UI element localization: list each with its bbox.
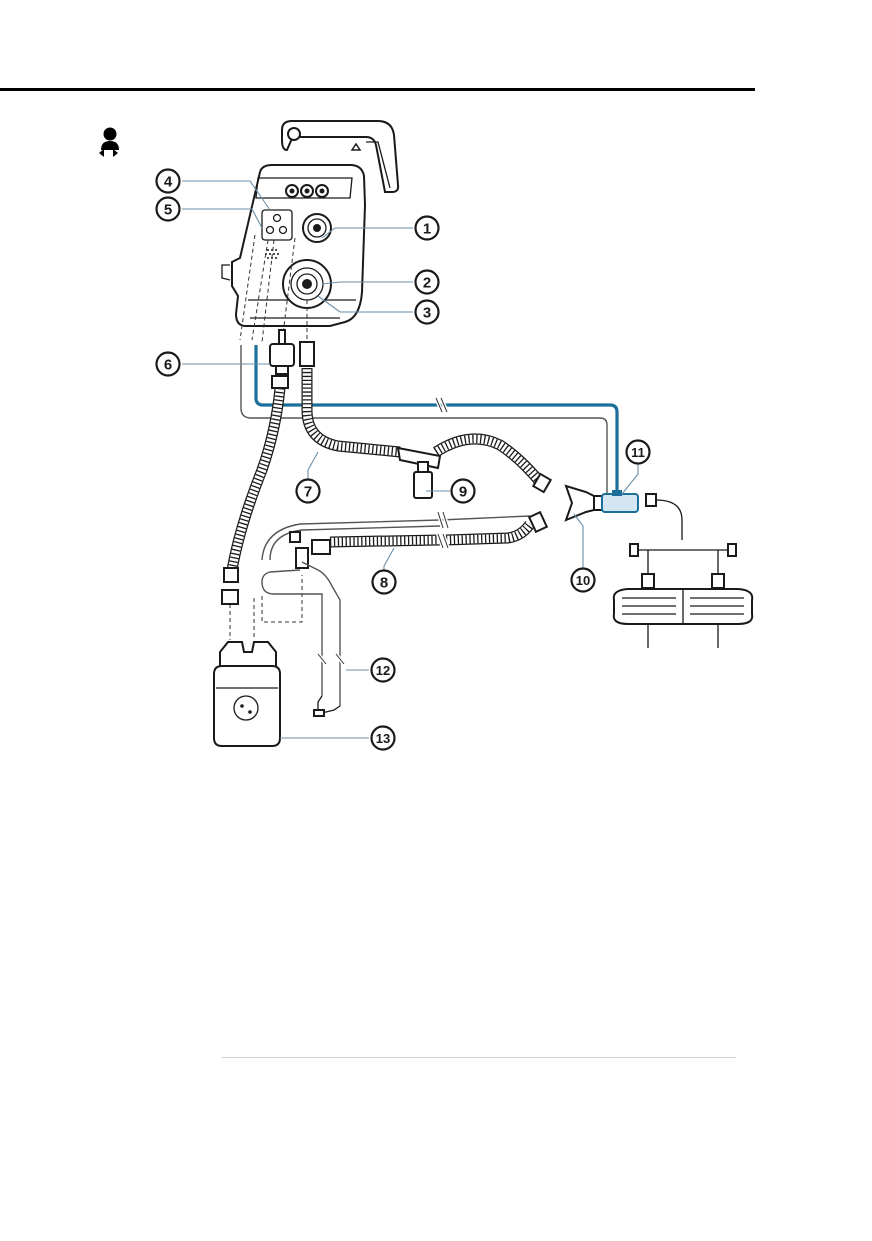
humidifier	[213, 641, 281, 747]
callout-10-label: 10	[576, 573, 590, 588]
callout-6: 6	[155, 351, 181, 377]
ventilator-device	[221, 120, 400, 327]
inspiratory-filter	[269, 329, 315, 375]
callout-13-label: 13	[376, 731, 390, 746]
callout-8: 8	[371, 569, 397, 595]
inspiratory-limb	[301, 368, 553, 499]
infant-icon	[99, 127, 119, 157]
callout-7: 7	[295, 478, 321, 504]
callout-2: 2	[414, 269, 440, 295]
callout-12-label: 12	[376, 663, 390, 678]
callout-3-label: 3	[423, 305, 431, 322]
test-lung	[612, 493, 754, 648]
callout-9-label: 9	[459, 484, 467, 501]
y-piece	[564, 484, 603, 522]
callout-13: 13	[370, 725, 396, 751]
callout-5: 5	[155, 196, 181, 222]
callout-1: 1	[414, 215, 440, 241]
callout-8-label: 8	[380, 575, 388, 592]
expiratory-limb	[261, 510, 549, 569]
callout-7-label: 7	[304, 484, 312, 501]
callout-5-label: 5	[164, 202, 172, 219]
callout-4: 4	[155, 168, 181, 194]
bottom-rule	[222, 1057, 736, 1058]
connection-dashes	[229, 234, 308, 640]
flow-sensor	[601, 490, 639, 513]
flow-sensor-line	[240, 345, 619, 500]
callout-6-label: 6	[164, 357, 172, 374]
callout-12: 12	[370, 657, 396, 683]
callout-2-label: 2	[423, 275, 431, 292]
callout-3: 3	[414, 299, 440, 325]
callout-10: 10	[570, 567, 596, 593]
top-rule	[0, 88, 755, 91]
callout-4-label: 4	[164, 174, 173, 191]
callout-11-label: 11	[631, 445, 645, 460]
temperature-probes	[261, 561, 346, 717]
callout-1-label: 1	[423, 221, 431, 238]
humidifier-hose	[221, 375, 289, 605]
callout-11: 11	[625, 439, 651, 465]
callout-9: 9	[450, 478, 476, 504]
